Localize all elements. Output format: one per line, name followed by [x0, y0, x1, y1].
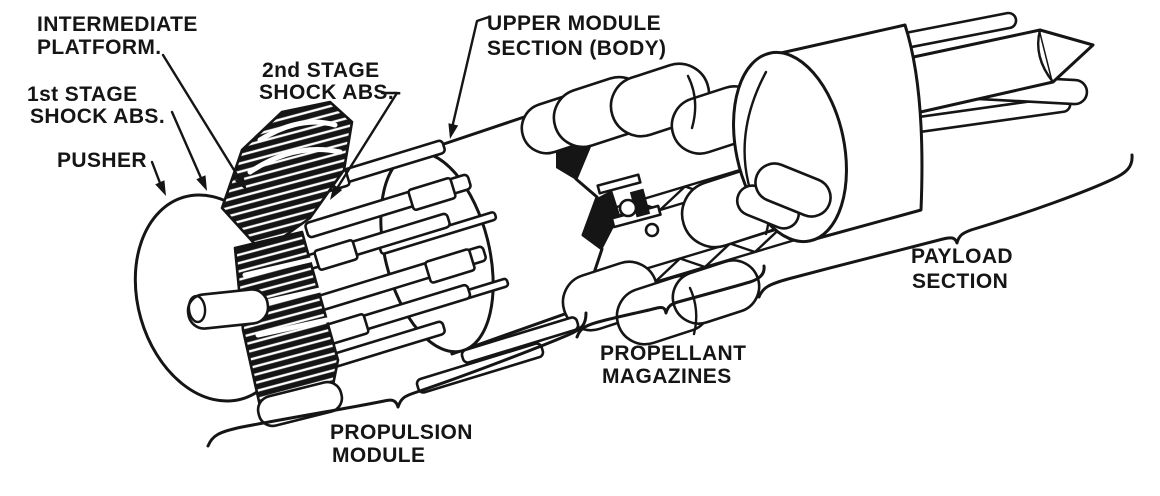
label-second-stage-shock-line-2: SHOCK ABS.-	[259, 81, 401, 104]
leader-arrows	[150, 15, 491, 200]
internal-mechanism	[596, 173, 662, 238]
label-first-stage-shock-line-1: 1st STAGE	[27, 83, 138, 106]
label-upper-module-line-2: SECTION (BODY)	[487, 37, 666, 60]
label-payload-section-line-2: SECTION	[912, 270, 1008, 293]
arrow-intermediate-platform	[161, 53, 247, 191]
nose-cone	[1039, 28, 1095, 84]
shock-absorber-piston-rods	[293, 139, 580, 394]
label-first-stage-shock-line-2: SHOCK ABS.	[30, 105, 165, 128]
arrow-first-stage-shock	[170, 110, 207, 191]
label-propellant-magazines-line-1: PROPELLANT	[600, 342, 746, 365]
label-propulsion-module-line-1: PROPULSION	[330, 421, 473, 444]
piston-rod	[460, 316, 580, 364]
intermediate-platform-stack	[186, 100, 354, 428]
platform-foot	[256, 380, 344, 428]
labels: INTERMEDIATE PLATFORM. 1st STAGE SHOCK A…	[27, 12, 1013, 467]
label-propellant-magazines-line-2: MAGAZINES	[602, 365, 732, 388]
payload-section-drawing	[732, 11, 1095, 244]
piston-collar	[313, 239, 359, 271]
cutaway-shadow	[583, 190, 620, 250]
label-payload-section-line-1: PAYLOAD	[911, 245, 1013, 268]
label-intermediate-platform-line-2: PLATFORM.	[37, 36, 162, 59]
arrow-pusher	[150, 160, 166, 196]
brace-propellant-magazines	[575, 264, 766, 339]
label-second-stage-shock-line-1: 2nd STAGE	[262, 59, 380, 82]
brace-payload-section	[757, 153, 1134, 299]
payload-front-knob	[754, 162, 832, 218]
label-upper-module-line-1: UPPER MODULE	[487, 12, 661, 35]
front-hub-cylinder	[186, 288, 270, 330]
section-braces	[206, 153, 1134, 448]
label-intermediate-platform-line-1: INTERMEDIATE	[37, 13, 198, 36]
arrow-upper-module	[448, 15, 491, 139]
arrow-second-stage-shock	[330, 91, 399, 200]
piston-collar	[424, 248, 476, 284]
piston-collar	[407, 176, 457, 212]
label-pusher: PUSHER	[57, 149, 147, 172]
label-propulsion-module-line-2: MODULE	[332, 444, 425, 467]
brace-propulsion-module	[206, 311, 588, 448]
